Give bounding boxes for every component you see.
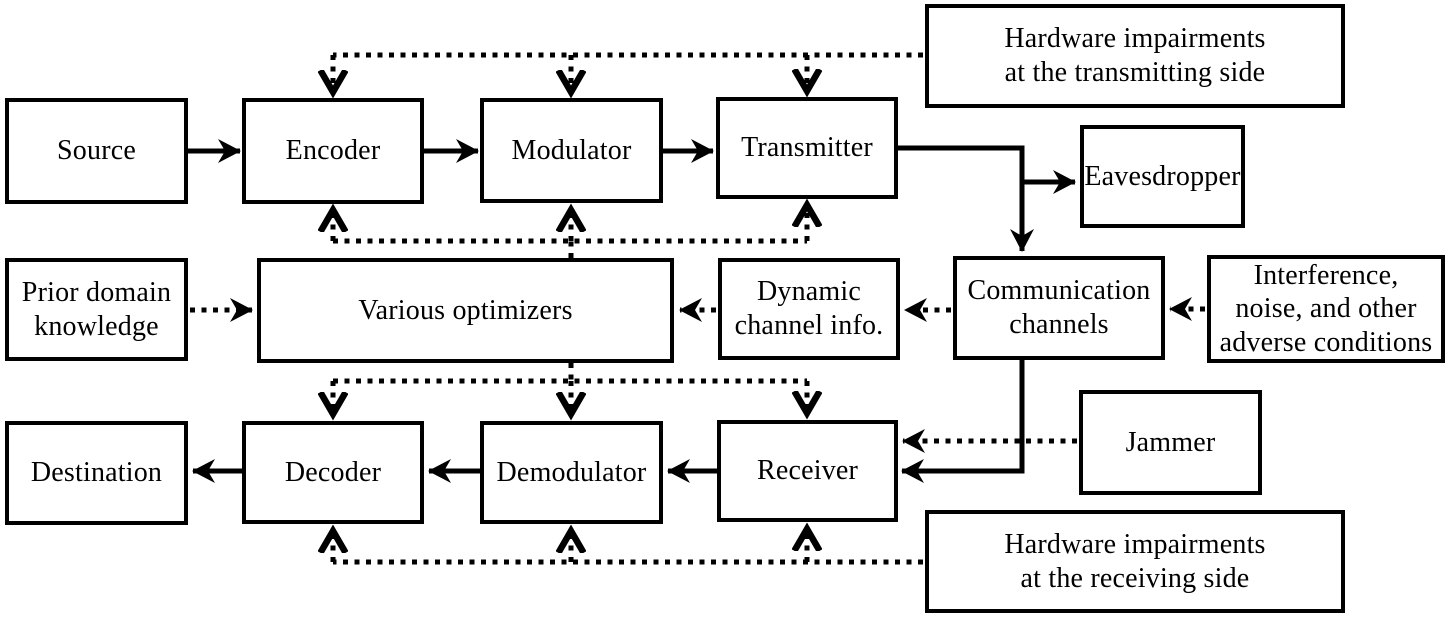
node-hardware-impairments-rx: Hardware impairments at the receiving si… — [925, 510, 1345, 613]
node-destination: Destination — [5, 421, 188, 525]
node-dynamic-info-label: Dynamic channel info. — [734, 276, 884, 341]
node-hardware-impairments-tx: Hardware impairments at the transmitting… — [925, 4, 1345, 108]
node-prior-knowledge-label: Prior domain knowledge — [21, 276, 172, 342]
node-demodulator-label: Demodulator — [496, 456, 647, 488]
node-modulator: Modulator — [480, 98, 663, 203]
node-interference-label: Interference, noise, and other adverse c… — [1219, 259, 1433, 358]
node-encoder-label: Encoder — [285, 135, 381, 167]
node-decoder-label: Decoder — [284, 456, 382, 488]
node-jammer: Jammer — [1079, 390, 1262, 495]
node-decoder: Decoder — [242, 421, 424, 524]
node-dynamic-info: Dynamic channel info. — [718, 258, 900, 360]
node-interference: Interference, noise, and other adverse c… — [1207, 255, 1445, 363]
node-receiver: Receiver — [717, 420, 898, 522]
edge-transmitter-comm-channels — [898, 145, 1034, 252]
edge-comm-channels-receiver — [901, 360, 1025, 483]
node-eavesdropper-label: Eavesdropper — [1084, 160, 1241, 192]
node-modulator-label: Modulator — [511, 134, 632, 166]
node-optimizers-label: Various optimizers — [358, 294, 573, 326]
node-jammer-label: Jammer — [1125, 426, 1216, 458]
node-source: Source — [5, 98, 188, 204]
node-prior-knowledge: Prior domain knowledge — [5, 258, 188, 361]
dotted-connectors — [190, 52, 1205, 565]
node-comm-channels-label: Communication channels — [967, 275, 1151, 340]
node-receiver-label: Receiver — [756, 455, 859, 487]
node-source-label: Source — [57, 135, 136, 167]
node-transmitter: Transmitter — [716, 97, 898, 199]
node-hardware-impairments-rx-label: Hardware impairments at the receiving si… — [1004, 528, 1266, 594]
node-transmitter-label: Transmitter — [741, 132, 873, 164]
node-encoder: Encoder — [242, 98, 424, 204]
node-demodulator: Demodulator — [480, 421, 663, 524]
node-destination-label: Destination — [30, 457, 163, 489]
node-eavesdropper: Eavesdropper — [1080, 125, 1245, 228]
node-optimizers: Various optimizers — [257, 258, 674, 363]
solid-connectors — [188, 139, 1076, 483]
node-hardware-impairments-tx-label: Hardware impairments at the transmitting… — [1004, 23, 1266, 88]
node-comm-channels: Communication channels — [953, 256, 1165, 360]
